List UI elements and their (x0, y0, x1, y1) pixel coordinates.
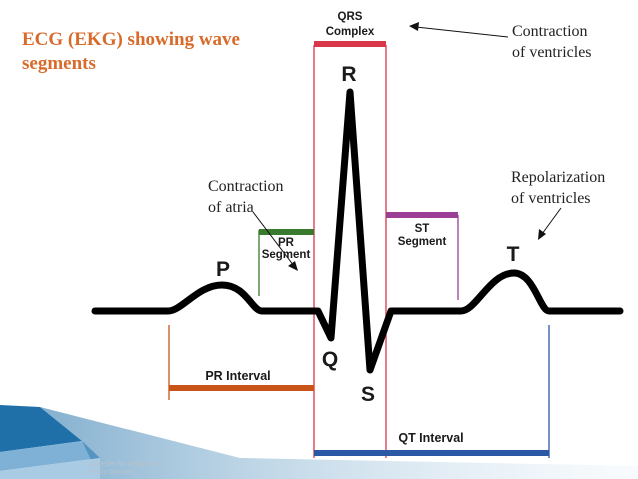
wave-label-q: Q (322, 348, 338, 371)
wave-label-t: T (507, 243, 520, 266)
arrow-contraction-atria (252, 211, 295, 267)
wave-label-r: R (341, 63, 356, 86)
qrs-complex-label-line2: Complex (326, 26, 375, 38)
slide-title: ECG (EKG) showing wave segments (22, 29, 240, 74)
pr-segment-label-line1: PR (278, 237, 295, 249)
st-segment-label-line2: Segment (398, 236, 447, 248)
arrowhead-contraction-ventricles (409, 22, 419, 31)
arrowhead-contraction-atria (288, 261, 298, 271)
arrowhead-repolarization (538, 229, 546, 240)
qt-interval-bar (314, 450, 549, 456)
pr-segment-label-line2: Segment (262, 249, 311, 261)
image-credit: Agateller for Wikipedia Public Domain (88, 461, 159, 476)
qrs-complex-label-line1: QRS (338, 11, 363, 23)
wave-label-p: P (216, 258, 230, 281)
arrow-contraction-ventricles (415, 26, 509, 38)
corner-decoration (0, 405, 638, 479)
wave-label-s: S (361, 383, 375, 406)
annotation-contraction-ventricles: Contraction of ventricles (512, 23, 592, 61)
qt-interval-label: QT Interval (398, 431, 463, 445)
st-segment-bar (386, 212, 458, 218)
annotation-arrows (252, 22, 562, 271)
pr-interval-bar (169, 385, 314, 391)
ecg-trace (91, 88, 624, 374)
st-segment-label-line1: ST (415, 223, 430, 235)
qrs-complex-bar (314, 41, 386, 47)
arrow-repolarization (541, 207, 562, 235)
pr-segment-bar (259, 229, 314, 235)
annotation-contraction-atria: Contraction of atria (208, 178, 284, 216)
pr-interval-label: PR Interval (205, 369, 270, 383)
annotation-repolarization-ventricles: Repolarization of ventricles (511, 169, 606, 207)
